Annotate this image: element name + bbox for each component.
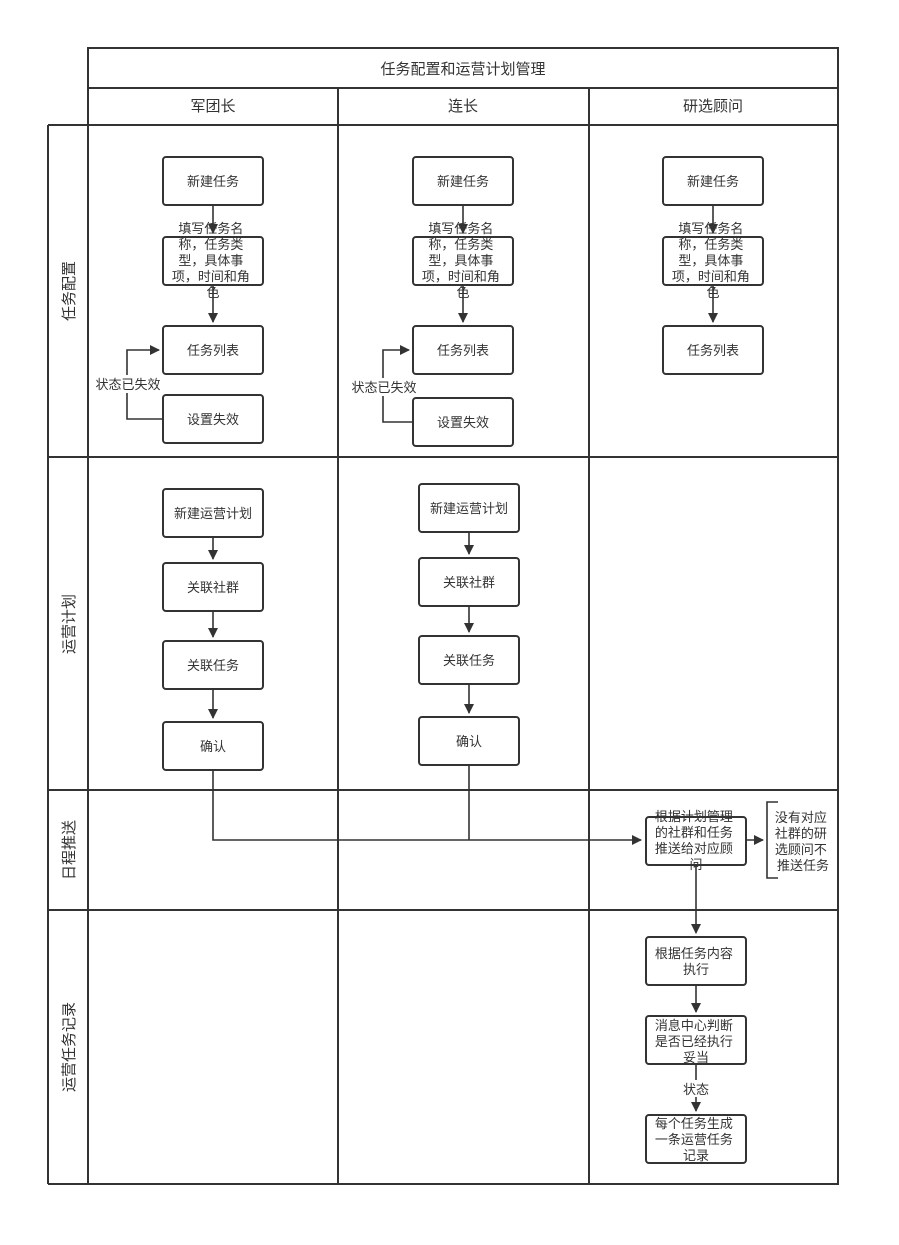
c1-status-invalid-label: 状态已失效: [95, 378, 160, 393]
c2-fill-info-label: 填写任务名 称，任务类 型，具体事 项，时间和角 色: [422, 221, 504, 301]
c2-status-invalid-label: 状态已失效: [351, 381, 416, 396]
column-3-flow: 新建任务 填写任务名 称，任务类 型，具体事 项，时间和角 色 任务列表: [662, 156, 764, 375]
diagram-title: 任务配置和运营计划管理: [380, 60, 545, 78]
lane-label-task-record: 运营任务记录: [60, 1002, 78, 1092]
column-header-2: 连长: [448, 97, 478, 115]
c1-confirm-label: 确认: [200, 740, 226, 755]
c1-task-list-label: 任务列表: [187, 343, 239, 359]
swimlane-grid: [47, 47, 839, 1185]
column-header-3: 研选顾问: [683, 97, 743, 115]
lane-label-ops-plan: 运营计划: [60, 594, 78, 654]
c2-link-task-label: 关联任务: [443, 653, 495, 669]
record-flow: 根据任务内容 执行 消息中心判断 是否已经执行 妥当 状态 每个任务生成 一条运…: [645, 936, 747, 1164]
c3-fill-info-label: 填写任务名 称，任务类 型，具体事 项，时间和角 色: [672, 221, 754, 301]
c2-task-list-label: 任务列表: [437, 343, 489, 359]
c3-status-label: 状态: [683, 1083, 709, 1098]
c3-no-match-note: 没有对应 社群的研 选顾问不 推送任务: [775, 810, 831, 874]
column-header-1: 军团长: [190, 97, 235, 115]
c3-judge-label: 消息中心判断 是否已经执行 妥当: [655, 1018, 737, 1066]
c1-new-plan-label: 新建运营计划: [174, 506, 252, 522]
c3-record-box: [645, 1114, 747, 1164]
c2-task-list-box: [412, 325, 514, 375]
column-1-flow: 新建任务 填写任务名 称，任务类 型，具体事 项，时间和角 色 任务列表 设置失…: [94, 156, 264, 771]
c1-task-list-box: [162, 325, 264, 375]
column-2-flow: 新建任务 填写任务名 称，任务类 型，具体事 项，时间和角 色 任务列表 设置失…: [350, 156, 520, 766]
c3-task-list-label: 任务列表: [687, 343, 739, 359]
c3-task-list-box: [662, 325, 764, 375]
c1-set-invalid-label: 设置失效: [187, 413, 239, 428]
c1-link-task-label: 关联任务: [187, 658, 239, 674]
c2-set-invalid-label: 设置失效: [437, 416, 489, 431]
c3-new-task-label: 新建任务: [687, 174, 739, 190]
c2-link-group-label: 关联社群: [443, 575, 495, 591]
c3-record-label: 每个任务生成 一条运营任务 记录: [655, 1116, 737, 1164]
merge-connectors: [212, 765, 642, 845]
c1-fill-info-label: 填写任务名 称，任务类 型，具体事 项，时间和角 色: [172, 221, 254, 301]
c3-push-label: 根据计划管理 的社群和任务 推送给对应顾 问: [655, 810, 737, 873]
c2-new-plan-label: 新建运营计划: [430, 501, 508, 517]
c2-confirm-label: 确认: [456, 735, 482, 750]
lane-label-schedule-push: 日程推送: [60, 820, 78, 880]
c1-link-group-label: 关联社群: [187, 580, 239, 596]
c3-execute-label: 根据任务内容 执行: [655, 946, 737, 978]
c1-new-task-label: 新建任务: [187, 174, 239, 190]
push-node: 根据计划管理 的社群和任务 推送给对应顾 问 没有对应 社群的研 选顾问不 推送…: [645, 801, 831, 934]
lane-label-task-config: 任务配置: [60, 261, 78, 321]
c2-new-task-label: 新建任务: [437, 174, 489, 190]
